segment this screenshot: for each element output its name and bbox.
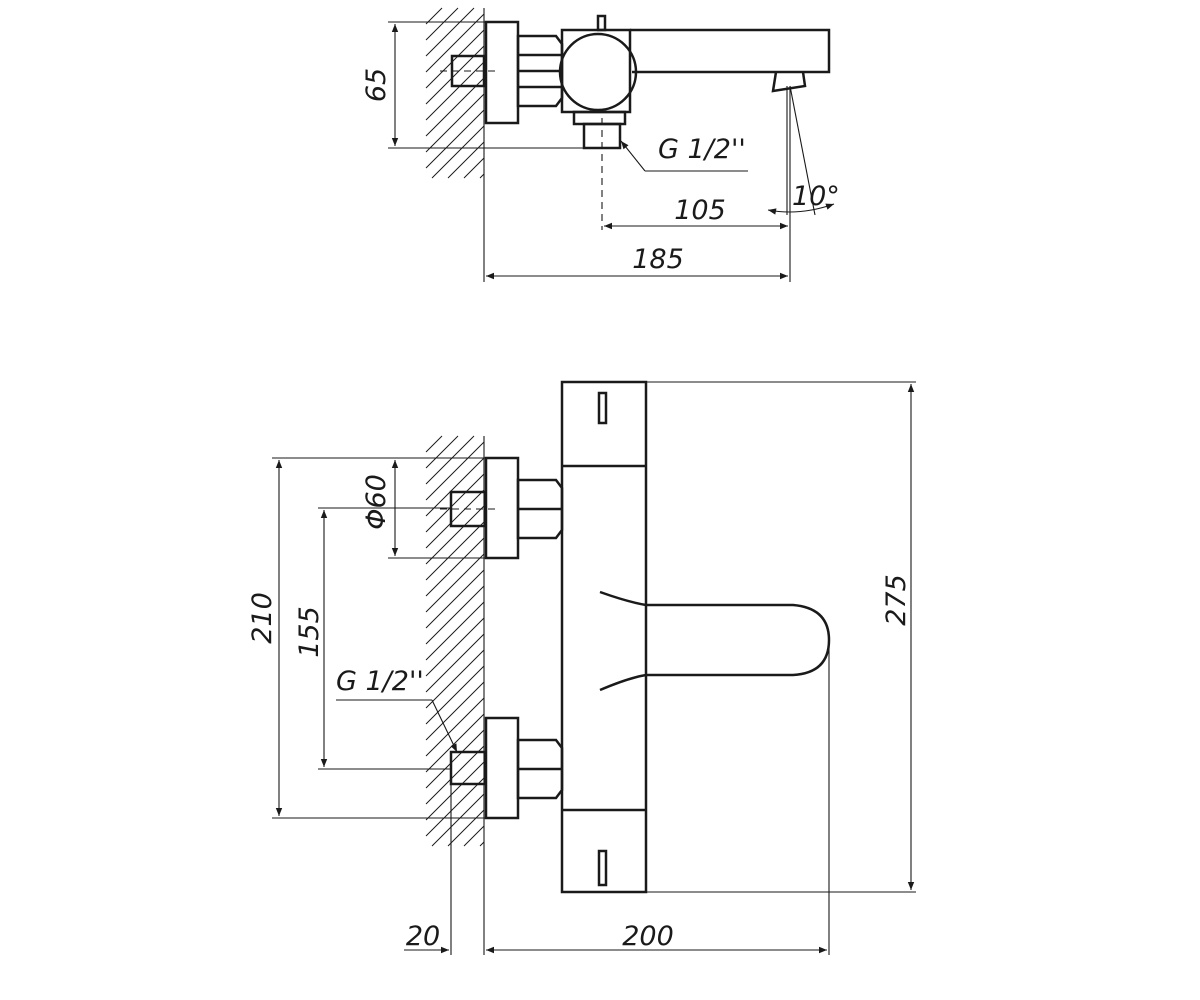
front-lower-inlet bbox=[449, 716, 564, 820]
hatch-line bbox=[425, 435, 475, 485]
hatch-line bbox=[425, 761, 485, 821]
front-upper-escutcheon bbox=[484, 456, 520, 560]
dim-275: 275 bbox=[646, 381, 916, 893]
hatch-line bbox=[425, 777, 485, 837]
hatch-line bbox=[425, 713, 485, 773]
hatch-line bbox=[425, 93, 485, 153]
side-handle-tab bbox=[596, 14, 607, 32]
hatch-line bbox=[425, 29, 485, 89]
hatch-line bbox=[463, 825, 485, 847]
dim-20: 20 bbox=[404, 784, 485, 955]
dim-65: 65 bbox=[361, 21, 586, 149]
side-thread-callout: G 1/2'' bbox=[620, 134, 748, 172]
dim-185-label: 185 bbox=[632, 244, 684, 275]
hatch-line bbox=[425, 109, 485, 169]
front-spout bbox=[599, 590, 831, 692]
hatch-line bbox=[425, 617, 485, 677]
hatch-line bbox=[425, 697, 485, 757]
side-thread-label: G 1/2'' bbox=[658, 134, 746, 165]
dim-10-degree: 10° bbox=[767, 85, 840, 216]
dim-155-label: 155 bbox=[294, 606, 325, 658]
hatch-line bbox=[425, 7, 443, 25]
dim-phi-60-label: Φ60 bbox=[361, 474, 392, 530]
side-nut bbox=[516, 34, 564, 108]
dim-210-label: 210 bbox=[247, 592, 278, 644]
hatch-line bbox=[425, 537, 485, 597]
hatch-line bbox=[425, 45, 485, 105]
hatch-line bbox=[425, 681, 485, 741]
bottom-handle-marker bbox=[597, 849, 608, 887]
dim-275-label: 275 bbox=[881, 574, 912, 626]
side-escutcheon bbox=[484, 20, 520, 125]
hatch-line bbox=[431, 793, 485, 847]
dim-200: 200 bbox=[486, 640, 830, 955]
dim-105: 105 bbox=[604, 195, 788, 230]
hatch-line bbox=[447, 809, 485, 847]
hatch-line bbox=[425, 457, 485, 517]
top-handle-marker bbox=[597, 391, 608, 425]
front-upper-inlet bbox=[440, 456, 564, 560]
hatch-line bbox=[425, 649, 485, 709]
front-lower-escutcheon bbox=[484, 716, 520, 820]
front-view: 275 Φ60 155 210 G 1/2'' bbox=[247, 380, 916, 955]
hatch-line bbox=[425, 553, 485, 613]
hatch-line bbox=[425, 521, 485, 581]
side-spout bbox=[630, 28, 831, 93]
dim-155: 155 bbox=[294, 507, 452, 770]
dim-20-label: 20 bbox=[406, 921, 440, 952]
hatch-line bbox=[463, 157, 485, 179]
hatch-line bbox=[425, 601, 485, 661]
hatch-line bbox=[425, 729, 485, 789]
side-mixer-cylinder bbox=[558, 32, 638, 112]
hatch-line bbox=[425, 7, 459, 41]
dim-10-degree-label: 10° bbox=[792, 181, 840, 212]
hatch-line bbox=[447, 141, 485, 179]
hatch-line bbox=[425, 61, 485, 121]
hatch-line bbox=[479, 173, 485, 179]
front-mixer-body bbox=[560, 380, 648, 894]
hatch-line bbox=[479, 841, 485, 847]
hatch-line bbox=[425, 665, 485, 725]
hatch-line bbox=[425, 505, 485, 565]
dim-65-label: 65 bbox=[361, 68, 392, 102]
hatch-line bbox=[425, 633, 485, 693]
hatch-line bbox=[425, 77, 485, 137]
hatch-line bbox=[425, 13, 485, 73]
side-view: 65 G 1/2'' 105 185 10° bbox=[361, 7, 840, 282]
front-thread-callout: G 1/2'' bbox=[336, 666, 458, 753]
hatch-line bbox=[425, 489, 485, 549]
hatch-line bbox=[425, 435, 443, 453]
hatch-line bbox=[425, 441, 485, 501]
hatch-line bbox=[425, 7, 475, 57]
dim-185: 185 bbox=[483, 86, 791, 282]
hatch-line bbox=[425, 585, 485, 645]
hatch-line bbox=[425, 745, 485, 805]
front-wall-hatching bbox=[425, 435, 485, 847]
hatch-line bbox=[431, 125, 485, 179]
hatch-line bbox=[425, 473, 485, 533]
dim-105-label: 105 bbox=[674, 195, 726, 226]
side-wall-hatching bbox=[425, 7, 485, 179]
hatch-line bbox=[425, 569, 485, 629]
side-bottom-outlet bbox=[572, 110, 627, 230]
hatch-line bbox=[425, 435, 459, 469]
dim-200-label: 200 bbox=[622, 921, 674, 952]
front-thread-label: G 1/2'' bbox=[336, 666, 424, 697]
dim-210: 210 bbox=[247, 457, 486, 819]
